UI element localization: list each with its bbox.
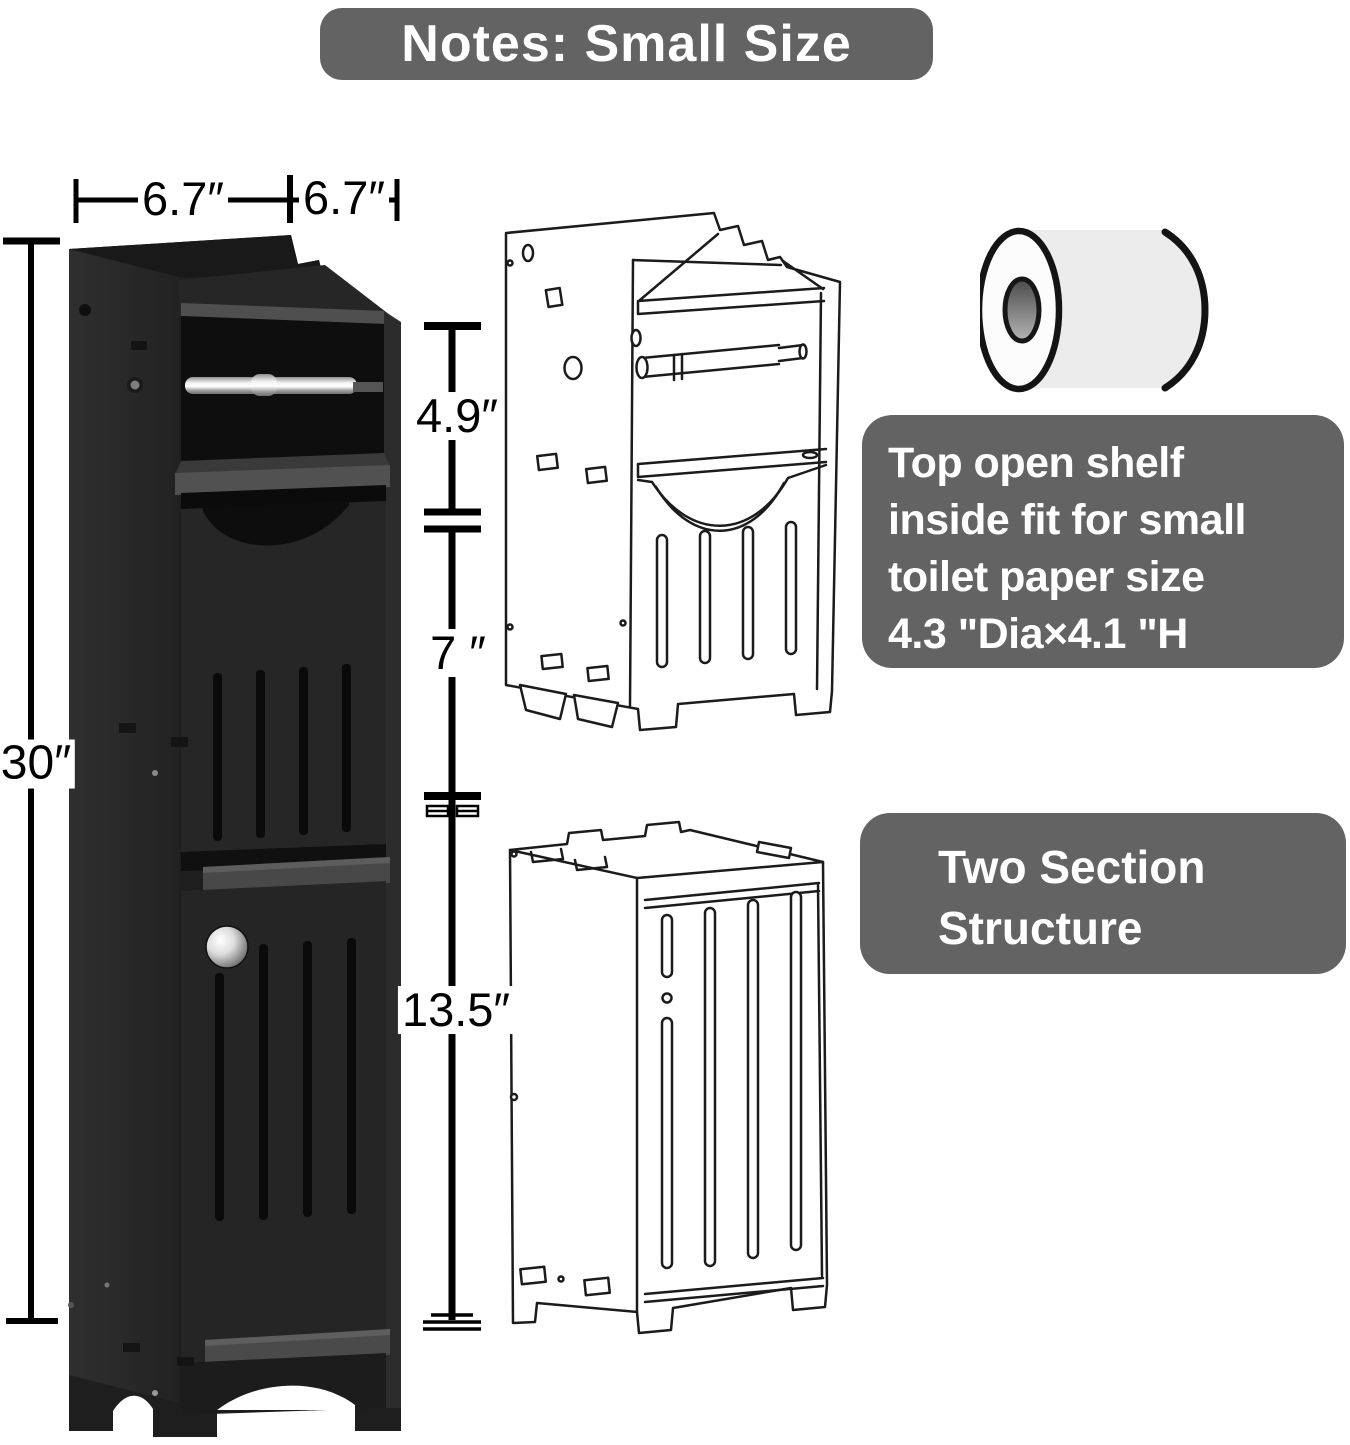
junction-rail-highlight (203, 857, 390, 873)
lower-door-vents (215, 938, 356, 1221)
callout-paper-size: Top open shelf inside fit for small toil… (862, 415, 1344, 668)
side-arch-cutout (113, 1395, 153, 1411)
junction-gap (181, 844, 386, 871)
cabinet-silhouette (69, 235, 401, 1437)
callout-structure: Two Section Structure (860, 813, 1346, 974)
toilet-paper-rod-end (353, 382, 383, 392)
cabinet-bottom-section-drawing (508, 820, 829, 1335)
toilet-paper-rod-collar (251, 374, 277, 396)
callout-paper-size-text: Top open shelf inside fit for small toil… (888, 439, 1246, 658)
cabinet-base (181, 1353, 386, 1415)
top-shelf-edge (181, 303, 384, 324)
dim-section-bottom: 13.5″ (397, 986, 515, 1034)
title-banner: Notes: Small Size (320, 8, 933, 80)
cabinet-photo (68, 235, 401, 1437)
cabinet-back-wall (69, 235, 323, 277)
callout-structure-text: Two Section Structure (938, 841, 1206, 954)
cabinet-side-panel (69, 249, 179, 1403)
lower-door (181, 881, 386, 1363)
toilet-paper-rod (185, 377, 357, 394)
shelf-shadow-gap (181, 485, 386, 511)
dim-width-right: 6.7″ (299, 174, 389, 222)
roll-end-face (980, 227, 1063, 393)
roll-core-hole (1002, 276, 1042, 344)
cabinet-top-section-drawing (504, 211, 842, 732)
lower-door-rail (205, 1329, 390, 1366)
cabinet-right-stile (384, 311, 401, 1408)
open-compartment (181, 316, 384, 477)
dim-height-total: 30″ (0, 739, 76, 789)
dim-section-top: 4.9″ (412, 392, 502, 440)
middle-shelf-edge (175, 465, 390, 495)
page-title: Notes: Small Size (401, 15, 852, 73)
middle-shelf-top (175, 453, 390, 475)
junction-rail (203, 857, 390, 893)
cabinet-top-surface (179, 265, 399, 322)
upper-door-arc-cutout (203, 501, 349, 546)
base-arch-cutout (217, 1385, 355, 1410)
roll-right-arc (1161, 228, 1209, 392)
roll-body (1019, 230, 1206, 388)
lower-door-rail-highlight (205, 1329, 390, 1346)
side-panel-details (68, 304, 194, 1396)
toilet-paper-roll-illustration (980, 227, 1209, 393)
dim-width-left: 6.7″ (138, 175, 228, 223)
upper-door-vents (213, 664, 351, 841)
dim-section-middle: 7 ″ (426, 629, 490, 677)
door-knob (205, 925, 249, 969)
upper-door (181, 501, 386, 858)
